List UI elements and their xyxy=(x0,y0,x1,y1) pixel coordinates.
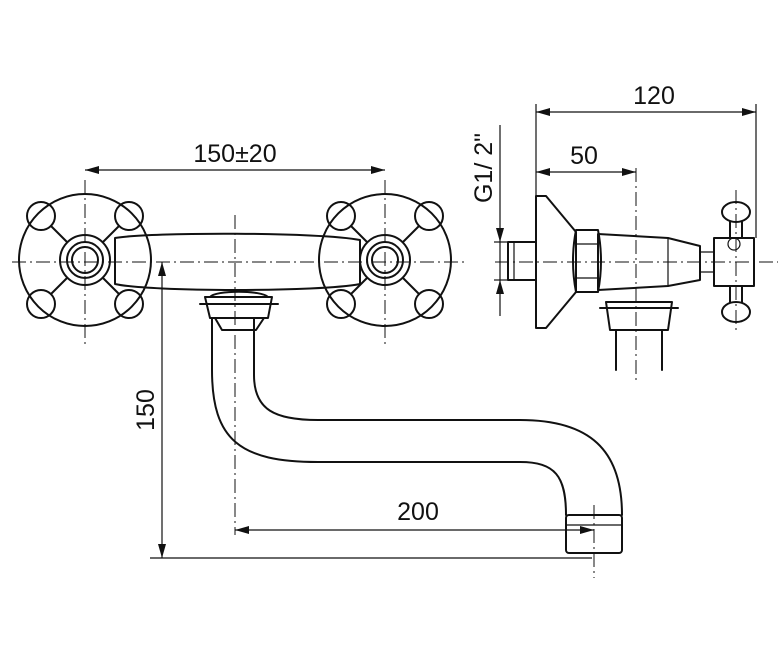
side-extension-lines xyxy=(494,104,757,281)
dimension-thread-size: G1/ 2" xyxy=(470,125,504,316)
front-view: 150±20 150 200 xyxy=(12,140,623,578)
side-view: 120 50 G1/ 2" xyxy=(470,82,778,380)
hex-nut xyxy=(572,229,602,293)
inlet-thread xyxy=(507,241,537,281)
dimension-total-depth: 120 xyxy=(536,82,756,116)
side-centerlines xyxy=(495,168,778,380)
dimension-spout-height: 150 xyxy=(132,262,592,559)
spout-nut xyxy=(199,290,279,331)
spout-height-label: 150 xyxy=(132,389,160,431)
total-depth-label: 120 xyxy=(633,82,675,110)
handle-spacing-label: 150±20 xyxy=(193,140,276,168)
thread-size-label: G1/ 2" xyxy=(470,133,498,203)
dimension-inlet-depth: 50 xyxy=(536,142,636,176)
dimension-handle-spacing: 150±20 xyxy=(85,140,385,174)
spout-reach-label: 200 xyxy=(397,498,439,526)
inlet-depth-label: 50 xyxy=(570,142,598,170)
side-spout-outlet xyxy=(599,301,679,371)
front-centerlines xyxy=(12,180,595,578)
dimension-spout-reach: 200 xyxy=(235,498,594,534)
